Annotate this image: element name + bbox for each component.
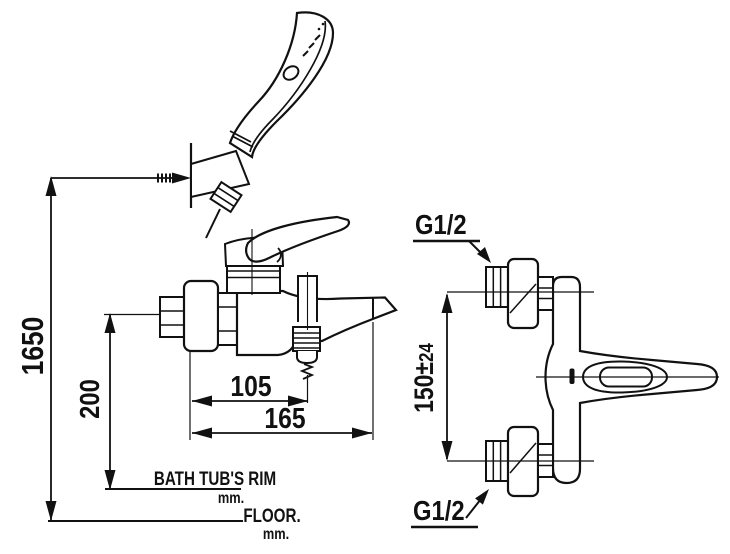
shower-bracket (190, 149, 251, 199)
hand-shower (189, 11, 335, 239)
hand-shower-wand (228, 11, 335, 159)
dimension-105-165: 105 165 (189, 322, 374, 440)
bottom-flange-accent (509, 442, 537, 474)
wall-hex-nut (159, 296, 185, 338)
side-body-and-lever (544, 275, 719, 485)
reference-labels: BATH TUB'S RIM mm. FLOOR. mm. (105, 467, 301, 543)
body-collar (226, 265, 281, 294)
g12-bottom-leader (465, 498, 482, 519)
floor-unit: mm. (263, 526, 289, 544)
arrowhead-down (104, 470, 116, 490)
g12-top-label: G1/2 (415, 208, 467, 240)
arrowhead-down (45, 501, 57, 521)
shower-outlet-ribbed (292, 326, 321, 352)
g12-bottom-arrowhead (475, 489, 489, 505)
body-index-mark (569, 368, 575, 384)
arrowhead-right (172, 172, 191, 184)
hose-nut (209, 180, 243, 214)
wand-band (231, 135, 254, 148)
spray-face-marks (302, 22, 325, 57)
lever-handle (245, 215, 351, 263)
thread-labels: G1/2 G1/2 (411, 208, 491, 529)
wand-contour-line (249, 20, 327, 153)
wall-flange (182, 279, 220, 353)
dim-1650-label: 1650 (16, 317, 50, 376)
outlet-ring (296, 351, 318, 365)
g12-bottom-label: G1/2 (413, 494, 465, 526)
wand-band (229, 130, 252, 143)
g12-top-arrowhead (477, 247, 491, 263)
arrowhead-right (288, 395, 308, 407)
shower-hose (205, 208, 221, 239)
top-flange-accent (509, 283, 537, 314)
arrowhead-left (192, 395, 212, 407)
top-hex-ring (537, 276, 554, 311)
dim-150-tolerance: 24 (415, 342, 438, 362)
dimension-1650: 1650 (16, 172, 243, 522)
dim-150-value: 150± (409, 362, 439, 413)
dimension-200: 200 (73, 313, 250, 490)
arrowhead-up (441, 293, 453, 313)
bath-tub-rim-label: BATH TUB'S RIM (154, 467, 276, 489)
front-view-mixer (159, 215, 398, 380)
arrowhead-up (104, 313, 116, 333)
arrowhead-left (192, 427, 212, 439)
dimension-150: 150±24 (409, 293, 453, 461)
bath-tub-rim-unit: mm. (218, 490, 244, 508)
arrowhead-down (441, 441, 453, 461)
dim-165-label: 165 (264, 402, 305, 434)
arrowhead-up (45, 176, 57, 196)
hose-coil (299, 363, 315, 380)
dim-150-label: 150±24 (409, 342, 439, 412)
hang-loop (282, 65, 300, 81)
top-flange (506, 257, 540, 330)
lever-curl-detail (276, 247, 282, 263)
dim-200-label: 200 (73, 379, 105, 419)
dim-105-label: 105 (230, 370, 271, 402)
side-view-mixer (447, 257, 719, 498)
floor-label: FLOOR. (243, 504, 300, 526)
top-hex-nut (485, 266, 509, 308)
arrowhead-right (352, 427, 372, 439)
coupling-nut (217, 292, 238, 346)
